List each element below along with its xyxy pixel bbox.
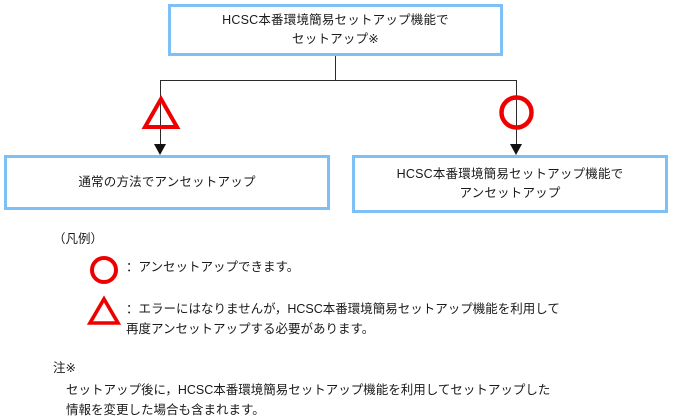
arrowhead-right-icon (510, 144, 522, 155)
footnote-text: セットアップ後に，HCSC本番環境簡易セットアップ機能を利用してセットアップした… (53, 380, 673, 420)
footnote: 注※ セットアップ後に，HCSC本番環境簡易セットアップ機能を利用してセットアッ… (53, 360, 673, 420)
process-box-normal-unsetup-label: 通常の方法でアンセットアップ (78, 173, 255, 192)
legend-ok-circle-icon (82, 255, 126, 285)
connector-split-horizontal (160, 80, 516, 81)
legend: （凡例） ：アンセットアップできます。 ：エラーにはなりませんが，HCSC本番環… (53, 231, 673, 249)
legend-title: （凡例） (53, 231, 673, 249)
process-box-setup: HCSC本番環境簡易セットアップ機能で セットアップ※ (168, 4, 503, 56)
process-box-hcsc-unsetup: HCSC本番環境簡易セットアップ機能で アンセットアップ (352, 155, 668, 213)
warning-triangle-icon (142, 96, 180, 130)
ok-circle-icon (498, 94, 535, 131)
legend-item-circle: ：アンセットアップできます。 (82, 255, 299, 285)
process-box-setup-label: HCSC本番環境簡易セットアップ機能で セットアップ※ (222, 11, 449, 50)
flow-diagram: HCSC本番環境簡易セットアップ機能で セットアップ※ 通常の方法でアンセットア… (0, 0, 677, 411)
process-box-normal-unsetup: 通常の方法でアンセットアップ (4, 155, 330, 210)
process-box-hcsc-unsetup-label: HCSC本番環境簡易セットアップ機能で アンセットアップ (397, 165, 624, 204)
arrowhead-left-icon (154, 144, 166, 155)
legend-warning-triangle-icon (82, 297, 126, 325)
legend-item-circle-label: ：アンセットアップできます。 (126, 255, 299, 277)
legend-item-triangle: ：エラーにはなりませんが，HCSC本番環境簡易セットアップ機能を利用して 再度ア… (82, 297, 560, 340)
connector-trunk-vertical (335, 56, 336, 81)
footnote-marker: 注※ (53, 360, 673, 378)
legend-item-triangle-label: ：エラーにはなりませんが，HCSC本番環境簡易セットアップ機能を利用して 再度ア… (126, 297, 560, 340)
